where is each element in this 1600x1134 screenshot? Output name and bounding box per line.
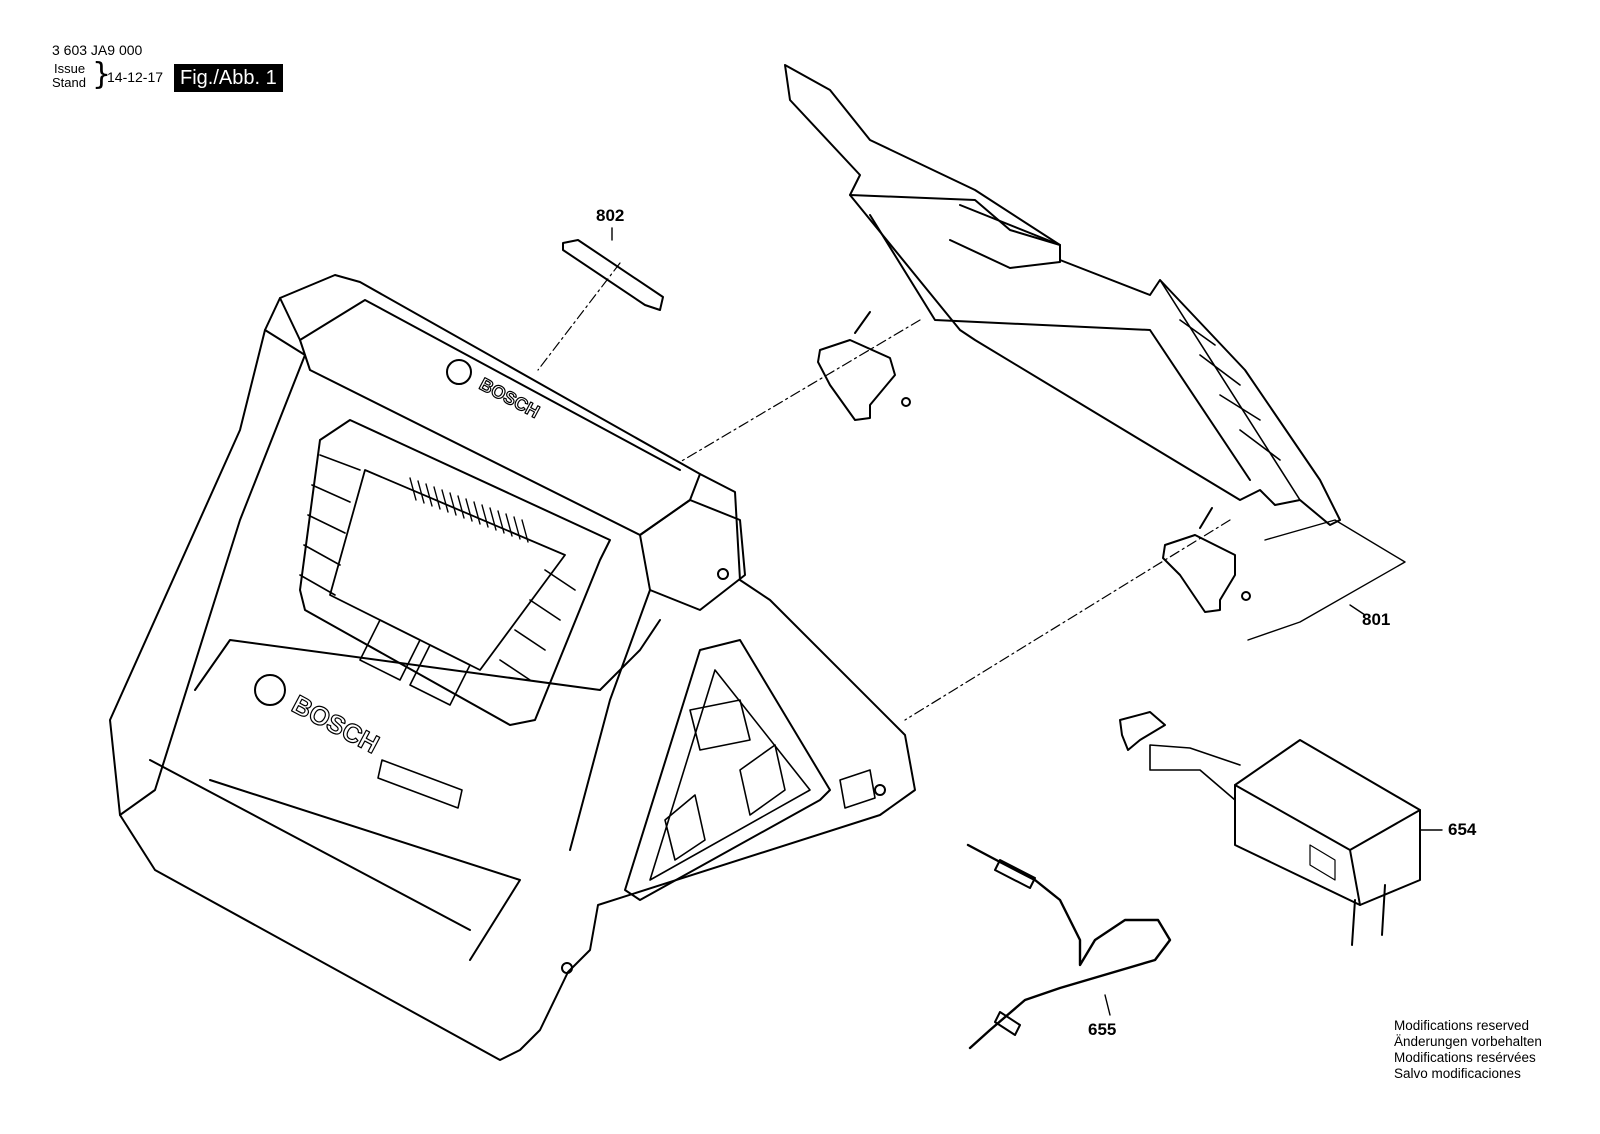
callout-802: 802 [596, 206, 625, 225]
radio-body [109, 274, 916, 1061]
brace-icon: } [92, 57, 112, 92]
notice-line-fr: Modifications resérvées [1394, 1050, 1536, 1065]
hinge-clip-upper [817, 311, 911, 421]
callout-654: 654 [1448, 820, 1477, 839]
leader-801 [1247, 519, 1406, 641]
figure-label: Fig./Abb. 1 [174, 64, 283, 92]
aux-cable-655 [966, 843, 1172, 1050]
callout-655: 655 [1088, 1020, 1117, 1039]
bosch-logo-front: BOSCH [287, 689, 384, 760]
screen-grille [409, 477, 529, 543]
power-adapter-654 [1119, 711, 1443, 946]
issue-label: Issue [54, 61, 86, 76]
speaker-side [624, 639, 831, 901]
issue-date: 14-12-17 [107, 69, 164, 85]
label-plate-802 [562, 239, 664, 311]
assembly-lines [537, 262, 1231, 721]
callout-801: 801 [1362, 610, 1391, 629]
notice-line-de: Änderungen vorbehalten [1394, 1034, 1542, 1049]
leader-801-tip [1349, 604, 1366, 616]
issue-block: Issue Stand } 14-12-17 Fig./Abb. 1 [52, 57, 312, 102]
cover-assembly [784, 64, 1341, 526]
bosch-logo-icon [446, 359, 472, 385]
notice-line-en: Modifications reserved [1394, 1018, 1530, 1033]
bosch-logo-top: BOSCH [476, 374, 543, 422]
document-number: 3 603 JA9 000 [52, 42, 143, 58]
modifications-notice: Modifications reserved Änderungen vorbeh… [1394, 1018, 1542, 1082]
bosch-logo-icon [254, 674, 286, 706]
stand-label: Stand [52, 75, 86, 90]
hinge-clip-lower [1162, 507, 1251, 613]
notice-line-es: Salvo modificaciones [1394, 1066, 1521, 1081]
